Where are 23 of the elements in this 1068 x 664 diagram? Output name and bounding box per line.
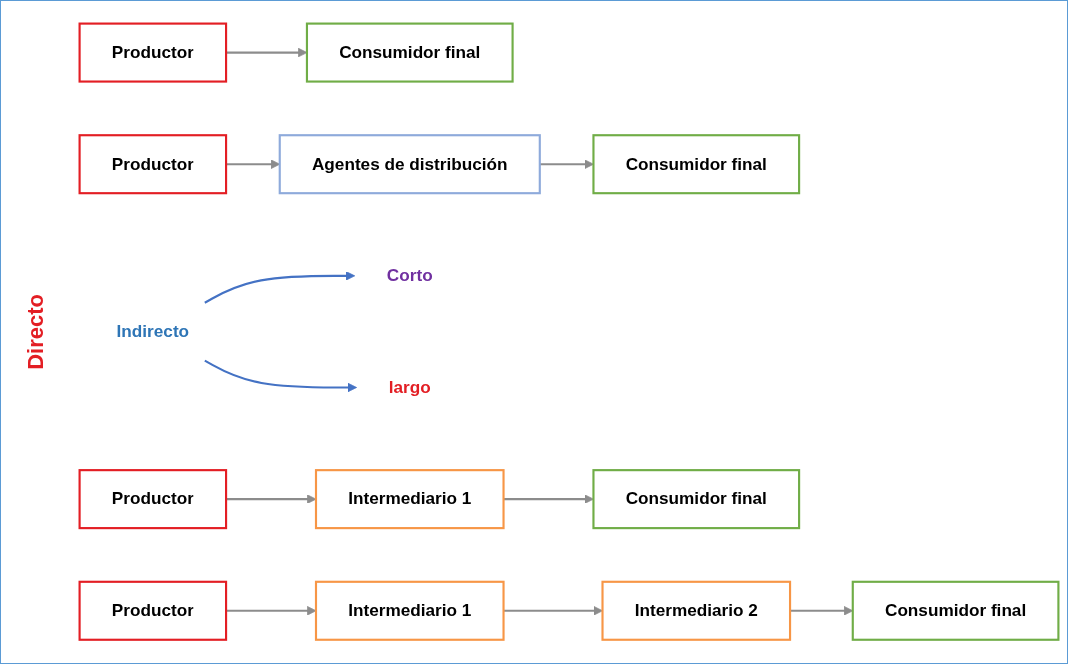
channel-label: Directo [23, 294, 49, 370]
node-box: Consumidor final [592, 134, 801, 195]
node-box: Intermediario 2 [601, 581, 792, 642]
node-box: Intermediario 1 [314, 469, 505, 530]
node-box: Productor [78, 22, 228, 83]
arrow [503, 606, 603, 616]
node-box: Consumidor final [305, 22, 514, 83]
node-text: Corto [386, 266, 433, 285]
arrow [204, 271, 356, 304]
node-box: Agentes de distribución [278, 134, 541, 195]
node-text: Indirecto [116, 322, 190, 341]
node-box: Intermediario 1 [314, 581, 505, 642]
arrow [539, 159, 594, 170]
node-box: Consumidor final [592, 469, 801, 530]
node-box: Consumidor final [851, 581, 1060, 642]
node-text: largo [388, 378, 431, 397]
node-box: Productor [78, 581, 228, 642]
arrow [226, 606, 317, 616]
node-box: Productor [78, 469, 228, 530]
arrow [204, 360, 357, 393]
node-box: Productor [78, 134, 228, 195]
arrow [226, 494, 317, 505]
arrow [503, 494, 594, 505]
